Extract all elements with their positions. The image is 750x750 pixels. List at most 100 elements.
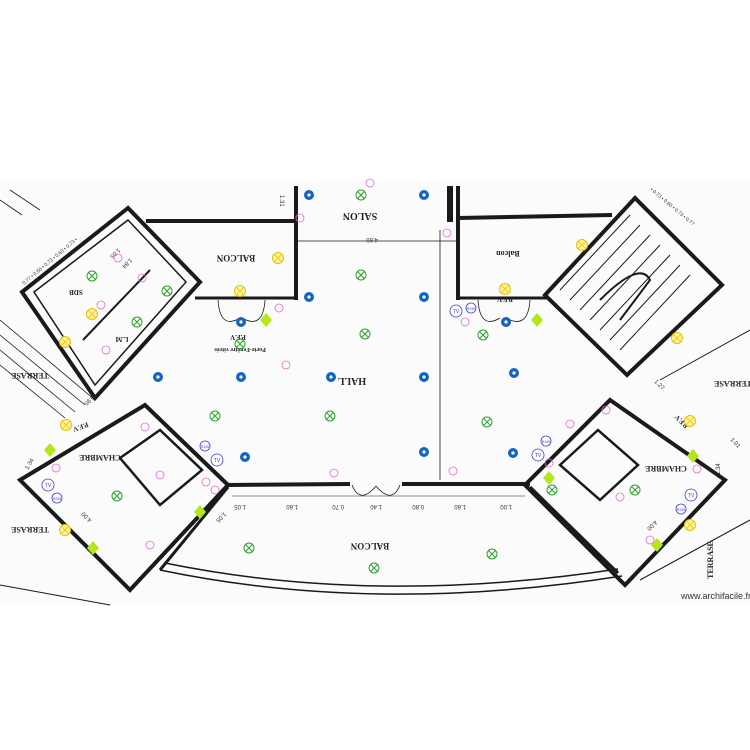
scan-area [0,180,750,605]
tv-socket-icon: TV [531,448,545,462]
dim-balcon-depth: 1.31 [278,195,284,207]
switch-icon [87,541,99,555]
wall-balcon-left-side [158,486,230,571]
socket-label: RJ45 [467,307,475,311]
socket-label: TV [688,493,695,499]
ceiling-light-icon [629,484,641,496]
wall-stair-block [542,195,725,378]
rj45-socket-icon: RJ45 [675,503,687,515]
rj45-socket-icon: RJ45 [199,440,211,452]
downlight-icon [419,372,429,382]
balcon-railing-outer [159,569,623,595]
switch-icon [194,505,206,519]
ceiling-light-icon [86,270,98,282]
label-terrase-left: TERRASE [11,371,49,380]
wall-light-icon [499,283,511,295]
outlet-icon [692,464,702,474]
switch-icon [44,443,56,457]
dim-bottom-4: 1.40 [370,503,382,509]
rj45-socket-icon: RJ45 [51,492,63,504]
outlet-icon [101,345,111,355]
wall-balcon-right-side [528,485,620,575]
ceiling-light-icon [243,542,255,554]
outlet-icon [460,317,470,327]
label-balcon-left: BALCON [216,253,255,263]
dim-bottom-5: 0.80 [412,503,424,509]
switch-icon [543,471,555,485]
wall-chambre-right [522,397,729,588]
ceiling-light-icon [131,316,143,328]
downlight-icon [509,368,519,378]
outlet-icon [365,178,375,188]
label-balcon-right: Balcon [496,249,520,258]
ceiling-light-icon [355,189,367,201]
downlight-icon [236,372,246,382]
socket-label: TV [45,483,52,489]
wall-light-icon [59,336,71,348]
stair-treads [559,214,691,351]
wall-bottom-left [227,482,351,487]
socket-label: TV [214,458,221,464]
outlet-icon [51,463,61,473]
socket-label: TV [453,309,460,315]
bed-right [558,428,640,502]
watermark: www.archifacile.fr [681,591,750,601]
downlight-icon [419,447,429,457]
outlet-icon [544,458,554,468]
downlight-icon [501,317,511,327]
terrace-hatch-left [0,189,96,419]
switch-icon [687,449,699,463]
label-chambre-right: CHAMBRE [645,464,687,473]
dim-left-1: 1.34 [25,457,36,471]
outlet-icon [113,253,123,263]
outlet-icon [329,468,339,478]
outlet-icon [565,419,575,429]
label-pfv-center-left: P.F.V [230,333,246,341]
wall-balcon-right-top [457,213,613,220]
switch-icon [260,313,272,327]
socket-label: RJ45 [542,440,550,444]
wall-sdb-block [19,205,203,402]
downlight-icon [236,317,246,327]
label-terrase-right: TERRASE [714,379,750,388]
ceiling-light-icon [209,410,221,422]
label-terrase-bottom-left: TERRASE [11,525,49,534]
downlight-icon [240,452,250,462]
wall-light-icon [684,415,696,427]
outlet-icon [281,360,291,370]
dim-bottom-2: 1.60 [286,503,298,509]
ceiling-light-icon [359,328,371,340]
label-sdb: SDB [69,288,83,296]
ceiling-light-icon [111,490,123,502]
ceiling-light-icon [161,285,173,297]
socket-label: RJ45 [201,445,209,449]
outlet-icon [155,470,165,480]
socket-label: TV [535,453,542,459]
downlight-icon [419,190,429,200]
outlet-icon [645,535,655,545]
bed-left [118,428,204,507]
ceiling-light-icon [477,329,489,341]
wall-light-icon [59,524,71,536]
tv-socket-icon: TV [684,488,698,502]
stair-handrail [599,272,652,321]
label-chambre-left: CHAMBRE [79,453,121,462]
wall-sdb-partition [82,269,151,341]
label-balcon-bottom: BALCON [350,541,389,551]
label-hall: HALL [338,375,367,386]
rj45-socket-icon: RJ45 [540,435,552,447]
ceiling-light-icon [486,548,498,560]
wall-sdb-inner [32,218,188,387]
label-terrase-bottom-right: TERRASE [706,541,715,579]
label-salon: SALON [342,210,377,221]
ceiling-light-icon [234,338,246,350]
ceiling-light-icon [368,562,380,574]
dim-salon-width: 4.60 [366,236,378,242]
door-swing-balcon [351,484,401,496]
wall-light-icon [684,519,696,531]
outlet-icon [145,540,155,550]
walls [0,186,750,606]
wall-light-icon [671,332,683,344]
